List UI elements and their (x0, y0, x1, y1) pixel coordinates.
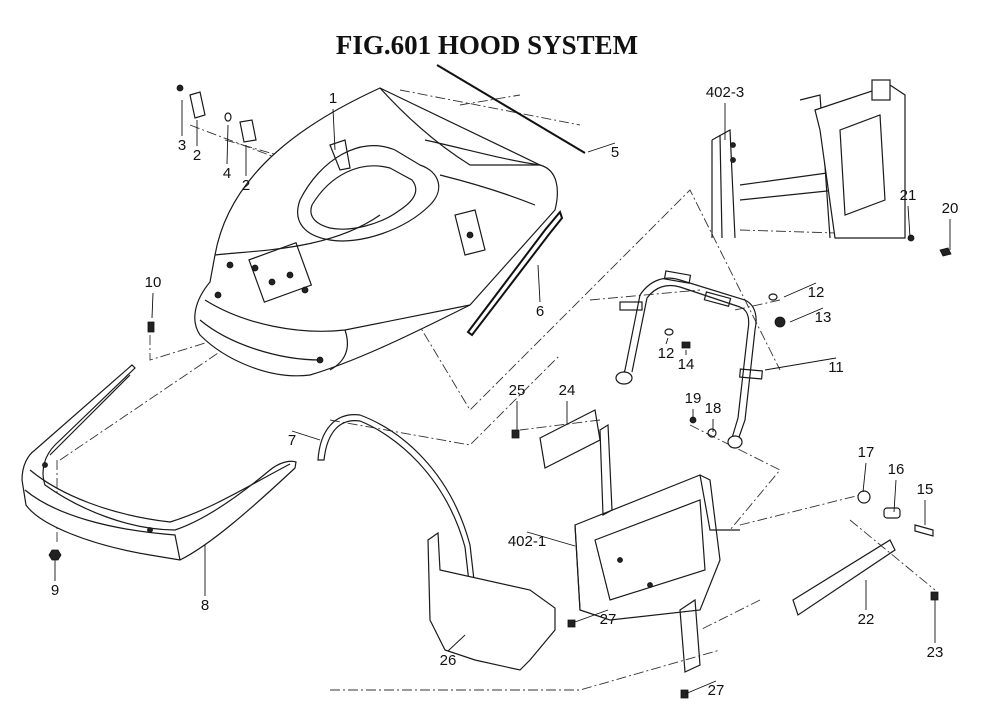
callout-c21: 21 (900, 187, 917, 238)
callout-c23: 23 (927, 600, 944, 661)
callout-label: 22 (858, 611, 875, 628)
callout-c25: 25 (509, 382, 526, 430)
leader-line (226, 124, 229, 165)
callout-label: 9 (51, 582, 59, 599)
callout-label: 19 (685, 390, 702, 407)
leader-line (907, 205, 911, 238)
frame-part-402-3 (711, 79, 906, 239)
callout-c26: 26 (440, 634, 466, 669)
callout-c19: 19 (685, 390, 702, 420)
hood-support-frame-part-11 (615, 270, 763, 449)
callout-c5: 5 (587, 142, 619, 161)
leader-line (684, 680, 717, 695)
callout-c14: 14 (678, 350, 695, 373)
callout-label: 1 (329, 90, 337, 107)
callout-c13: 13 (789, 307, 832, 326)
callouts: 1223456789101112121314151617181920212223… (51, 84, 959, 699)
leader-line (537, 264, 541, 303)
callout-label: 2 (193, 147, 201, 164)
leader-line (151, 292, 154, 319)
callout-label: 27 (708, 682, 725, 699)
callout-label: 17 (858, 444, 875, 461)
figure-title: FIG.601 HOOD SYSTEM (336, 30, 638, 60)
hinge-brackets-parts-2-3-4 (176, 84, 257, 143)
callout-label: 402-3 (706, 84, 744, 101)
callout-c2a: 2 (193, 120, 201, 164)
callout-c12b: 12 (658, 337, 675, 362)
callout-label: 14 (678, 356, 695, 373)
nut-part-9 (48, 549, 62, 561)
callout-c6: 6 (536, 264, 544, 320)
callout-label: 16 (888, 461, 905, 478)
callout-label: 8 (201, 597, 209, 614)
callout-label: 26 (440, 652, 457, 669)
callout-c4: 4 (223, 124, 231, 182)
callout-c27a: 27 (574, 609, 617, 628)
callout-label: 12 (658, 345, 675, 362)
leader-line (291, 430, 321, 441)
leader-line (783, 282, 817, 298)
callout-label: 3 (178, 137, 186, 154)
callout-label: 23 (927, 644, 944, 661)
callout-label: 6 (536, 303, 544, 320)
callout-c18: 18 (705, 400, 722, 432)
callout-c402-3: 402-3 (706, 84, 744, 140)
callout-label: 2 (242, 177, 250, 194)
callout-label: 10 (145, 274, 162, 291)
callout-c16: 16 (888, 461, 905, 513)
front-bumper-part-8 (21, 364, 297, 561)
leader-line (665, 337, 669, 345)
callout-c27b: 27 (684, 680, 725, 699)
callout-label: 27 (600, 611, 617, 628)
side-trim-part-6 (466, 209, 564, 337)
leader-line (789, 307, 824, 323)
leader-line (332, 108, 336, 151)
leader-line (574, 609, 609, 623)
seal-strip-part-5 (436, 64, 586, 154)
callout-c3: 3 (178, 100, 186, 154)
callout-label: 24 (559, 382, 576, 399)
callout-label: 25 (509, 382, 526, 399)
callout-label: 402-1 (508, 533, 546, 550)
leader-line (764, 357, 837, 371)
leader-line (862, 462, 867, 493)
callout-c15: 15 (917, 481, 934, 525)
callout-label: 5 (611, 144, 619, 161)
leader-line (587, 142, 616, 153)
hood-shell-part-1 (194, 87, 558, 377)
callout-c1: 1 (329, 90, 337, 151)
side-panel-part-26 (427, 531, 556, 671)
callout-c402-1: 402-1 (508, 531, 576, 550)
callout-label: 12 (808, 284, 825, 301)
callout-label: 18 (705, 400, 722, 417)
leader-line (893, 479, 897, 513)
callout-c11: 11 (764, 357, 844, 376)
callout-label: 4 (223, 165, 231, 182)
leader-line (526, 531, 576, 547)
callout-c2b: 2 (242, 145, 250, 194)
callout-label: 7 (288, 432, 296, 449)
callout-c10: 10 (145, 274, 162, 319)
callout-c8: 8 (201, 545, 209, 614)
bolt-part-10 (147, 321, 155, 333)
callout-c20: 20 (942, 200, 959, 250)
callout-label: 20 (942, 200, 959, 217)
callout-label: 11 (828, 359, 844, 376)
callout-c7: 7 (288, 430, 321, 449)
callout-label: 13 (815, 309, 832, 326)
callout-label: 15 (917, 481, 934, 498)
leader-line (447, 634, 466, 652)
fasteners (511, 234, 952, 699)
callout-label: 21 (900, 187, 917, 204)
frame-part-402-1 (574, 423, 740, 673)
plate-part-24 (539, 409, 601, 469)
callout-c17: 17 (858, 444, 875, 493)
plate-part-22 (792, 539, 896, 616)
callout-c22: 22 (858, 580, 875, 628)
callout-c12a: 12 (783, 282, 825, 301)
callout-c9: 9 (51, 560, 59, 599)
callout-c24: 24 (559, 382, 576, 425)
